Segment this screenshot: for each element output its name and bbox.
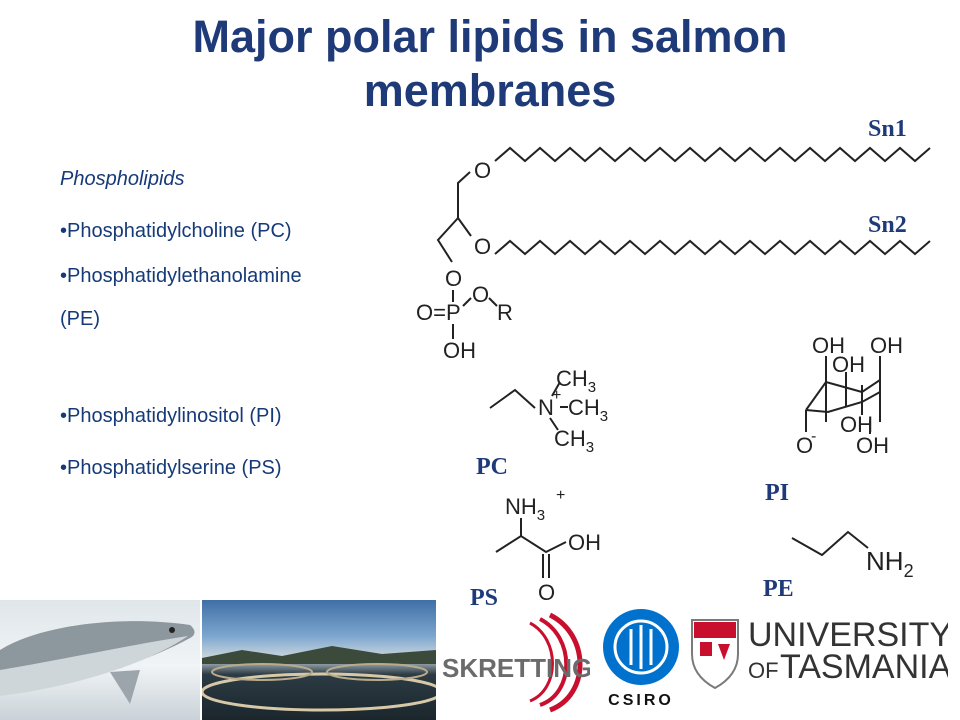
list-item-pc: •Phosphatidylcholine (PC) xyxy=(60,220,292,242)
salmon-photo xyxy=(0,600,200,720)
pc-methyl-bottom: CH3 xyxy=(554,426,594,456)
slide-title: Major polar lipids in salmon membranes xyxy=(192,11,788,116)
phosphate-bond-right xyxy=(462,297,472,307)
pc-bond-down xyxy=(549,417,559,431)
pc-ethyl-bond xyxy=(489,388,536,409)
utas-wordmark-tasmania: TASMANIA xyxy=(780,648,948,686)
pi-ring-top xyxy=(805,379,881,411)
ps-hydroxyl: OH xyxy=(568,530,601,555)
pi-charge: - xyxy=(811,428,816,445)
ps-amino-group: NH3 xyxy=(505,494,545,524)
ester-oxygen: O xyxy=(472,282,489,307)
sn2-ester-oxygen: O xyxy=(474,234,491,259)
list-item-pi: •Phosphatidylinositol (PI) xyxy=(60,405,282,427)
skretting-wordmark: SKRETTING xyxy=(442,653,590,683)
pi-hydroxyl-1: OH xyxy=(812,333,845,358)
fish-farm-photo xyxy=(202,600,436,720)
pe-label: PE xyxy=(763,576,794,602)
phosphate-oxygen: O xyxy=(445,266,462,291)
pc-bond-up xyxy=(551,381,561,397)
skretting-logo: SKRETTING xyxy=(440,605,592,715)
glycerol-backbone xyxy=(436,171,471,263)
sn2-ester-bond xyxy=(457,217,472,237)
pi-phosphate-oxygen: O xyxy=(796,433,813,458)
pe-amino-group: NH2 xyxy=(866,546,914,581)
ps-label: PS xyxy=(470,585,499,611)
r-group: R xyxy=(497,300,513,325)
phosphoryl-group: O=P xyxy=(416,300,461,325)
utas-logo: UNIVERSITY OF TASMANIA xyxy=(688,612,952,712)
pi-hydroxyl-3: OH xyxy=(870,333,903,358)
pc-label: PC xyxy=(476,454,508,480)
ps-charge: + xyxy=(556,487,565,504)
pc-methyl-mid: CH3 xyxy=(568,395,608,425)
list-heading: Phospholipids xyxy=(60,168,185,190)
pi-hydroxyl-2: OH xyxy=(832,352,865,377)
pc-methyl-top: CH3 xyxy=(556,366,596,396)
pi-ring-bottom xyxy=(805,391,881,414)
list-item-pe-cont: (PE) xyxy=(60,308,100,330)
list-item-pe: •Phosphatidylethanolamine xyxy=(60,265,302,287)
sn2-fatty-acid-chain xyxy=(494,239,931,256)
sn2-label: Sn2 xyxy=(868,212,907,238)
pe-chain xyxy=(791,530,869,557)
utas-wordmark-of: OF xyxy=(748,658,779,683)
pc-nitrogen: N xyxy=(538,395,554,420)
ps-carbonyl-oxygen: O xyxy=(538,580,555,605)
pi-hydroxyl-4: OH xyxy=(840,412,873,437)
utas-wordmark-university: UNIVERSITY xyxy=(748,616,948,654)
list-item-ps: •Phosphatidylserine (PS) xyxy=(60,457,282,479)
sn1-fatty-acid-chain xyxy=(494,146,931,163)
sn1-ester-oxygen: O xyxy=(474,158,491,183)
ester-bond-r xyxy=(488,297,498,307)
csiro-wordmark: CSIRO xyxy=(608,692,674,709)
sn1-label: Sn1 xyxy=(868,116,907,142)
pi-label: PI xyxy=(765,480,789,506)
pi-hydroxyl-5: OH xyxy=(856,433,889,458)
phosphate-hydroxyl: OH xyxy=(443,338,476,363)
ps-backbone xyxy=(495,534,567,554)
csiro-logo: CSIRO xyxy=(600,605,682,715)
pc-charge: + xyxy=(552,387,561,404)
